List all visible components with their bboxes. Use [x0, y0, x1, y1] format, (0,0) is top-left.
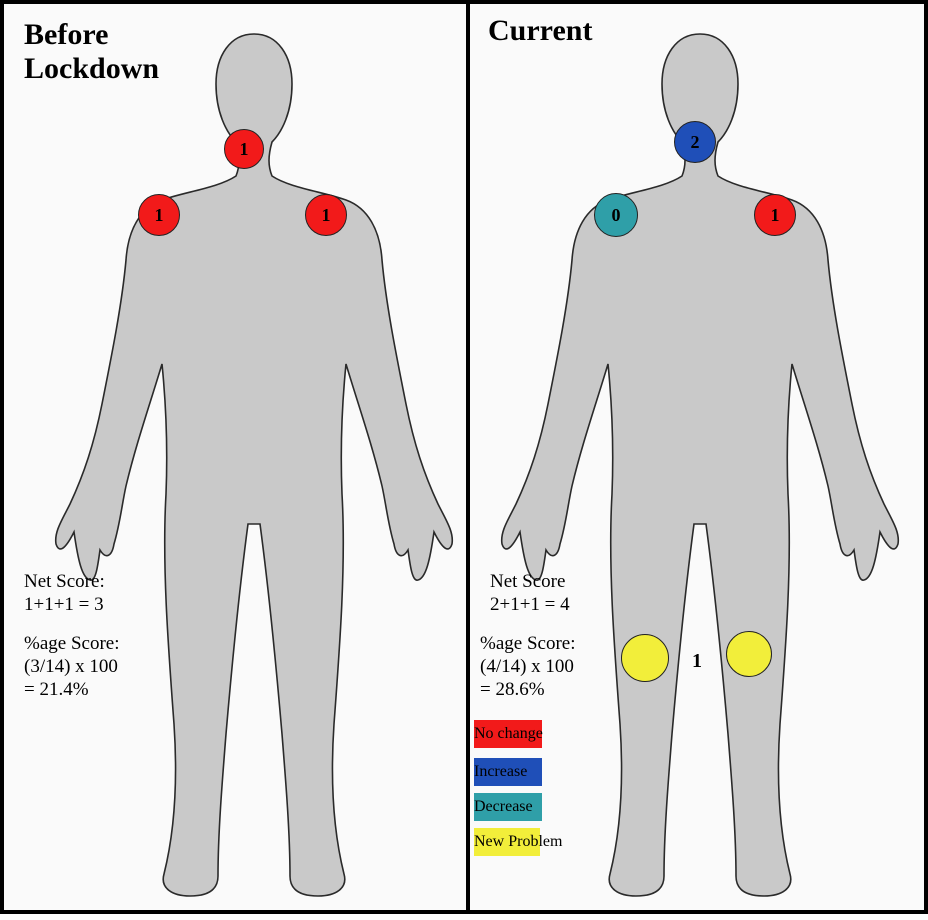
before-lockdown-panel: Before Lockdown 1 1 1 Net Score: 1+1+1 = 3… — [0, 0, 470, 914]
pain-marker-left-knee — [726, 631, 772, 677]
legend-item-increase: Increase — [474, 758, 527, 786]
panel-title-current: Current — [488, 14, 592, 48]
net-score-current: Net Score 2+1+1 = 4 — [490, 570, 570, 616]
pain-marker-neck: 1 — [224, 129, 264, 169]
legend-item-new-problem: New Problem — [474, 828, 562, 856]
pain-marker-neck: 2 — [674, 121, 716, 163]
percent-score-before: %age Score: (3/14) x 100 = 21.4% — [24, 632, 119, 701]
pain-marker-right-knee — [621, 634, 669, 682]
percent-score-current: %age Score: (4/14) x 100 = 28.6% — [480, 632, 575, 701]
pain-marker-left-shoulder: 1 — [754, 194, 796, 236]
legend-label: New Problem — [474, 833, 562, 850]
legend-item-no-change: No change — [474, 720, 543, 748]
panel-title-before-lockdown: Before Lockdown — [24, 18, 159, 86]
knee-score-label: 1 — [692, 650, 702, 673]
legend-label: No change — [474, 725, 543, 742]
net-score-before: Net Score: 1+1+1 = 3 — [24, 570, 105, 616]
legend-label: Increase — [474, 763, 527, 780]
pain-marker-right-shoulder: 0 — [594, 193, 638, 237]
pain-marker-right-shoulder: 1 — [138, 194, 180, 236]
pain-marker-left-shoulder: 1 — [305, 194, 347, 236]
legend-item-decrease: Decrease — [474, 793, 533, 821]
legend-label: Decrease — [474, 798, 533, 815]
